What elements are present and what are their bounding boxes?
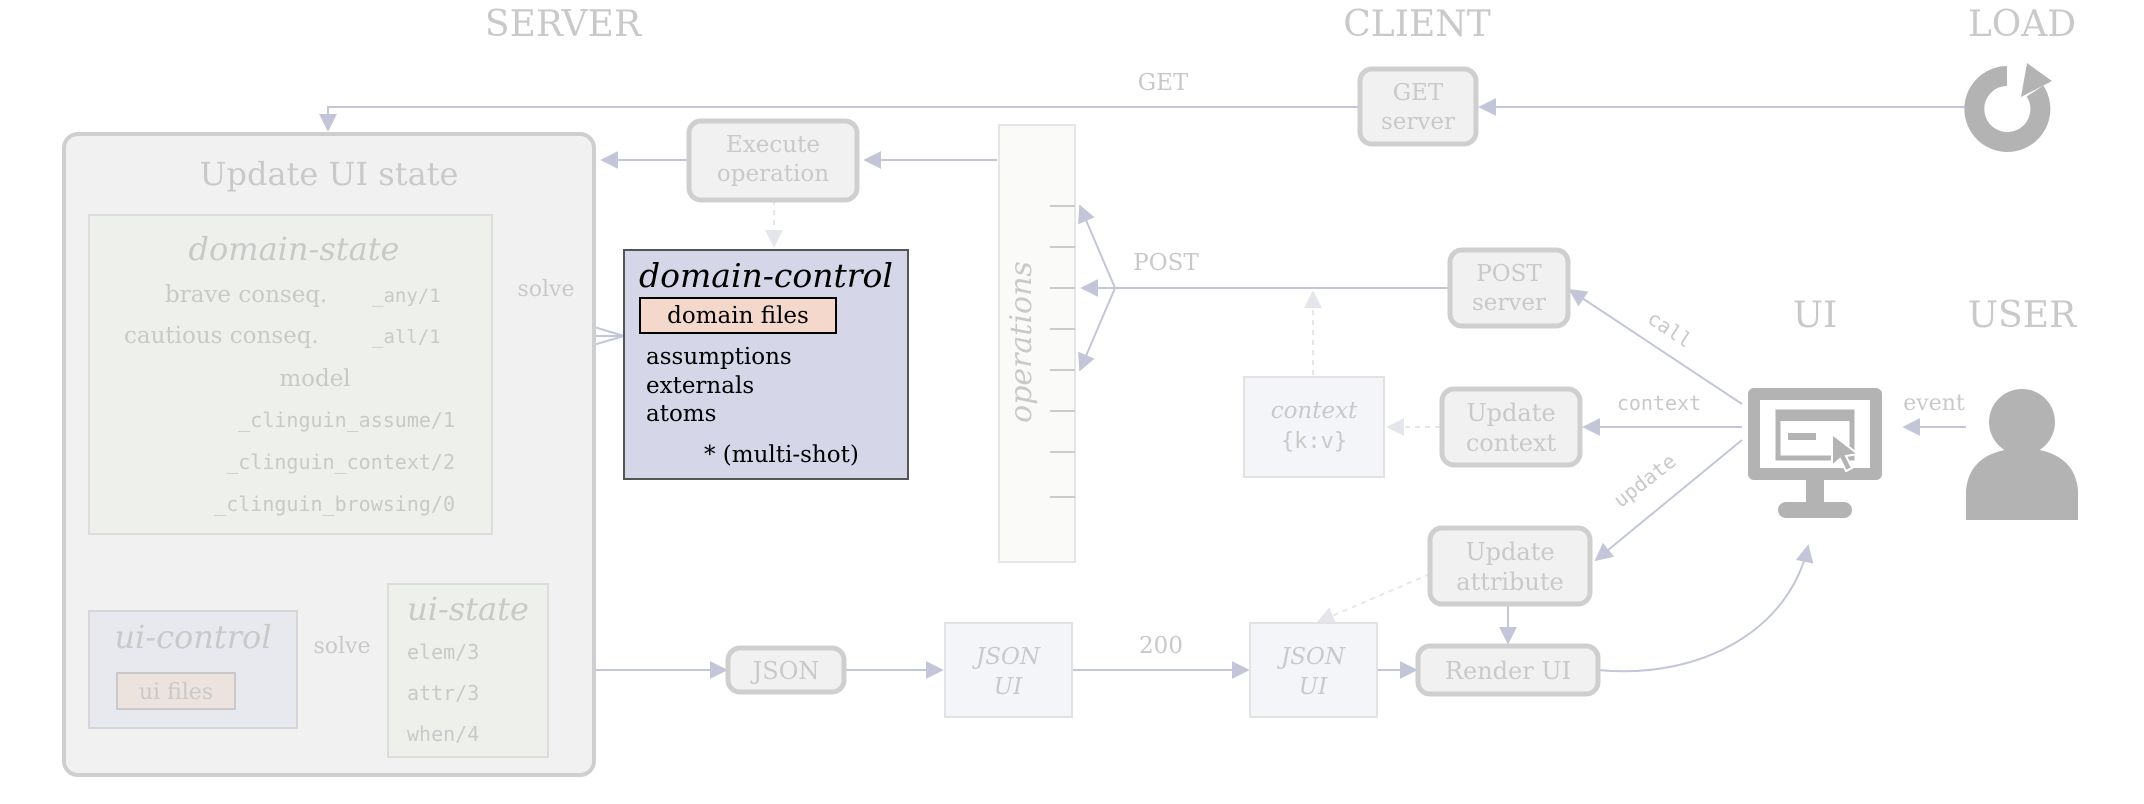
edge-update [1594, 439, 1743, 562]
user-icon [1966, 389, 2078, 520]
execute-operation-node [686, 118, 860, 203]
domain-control-item: externals [646, 373, 754, 399]
edge-label-update: update [1609, 449, 1681, 512]
domain-control-note: * (multi-shot) [704, 442, 859, 468]
edge-label-get: GET [1138, 70, 1189, 96]
execute-operation-line: operation [717, 161, 829, 187]
domain-control-item: atoms [646, 401, 716, 427]
edge-label-post: POST [1133, 250, 1199, 276]
update-context-line: context [1466, 429, 1557, 457]
domain-files-label: domain files [667, 303, 809, 329]
get-server-node [1357, 66, 1479, 147]
json-ui-line: JSON [1277, 644, 1346, 670]
domain-state-title: domain-state [189, 230, 400, 268]
json-ui-line: UI [994, 674, 1023, 700]
json-ui-line: JSON [972, 644, 1041, 670]
edge-call [1568, 289, 1743, 405]
domain-state-box [88, 214, 493, 535]
ui-files-box [116, 672, 236, 710]
json-ui-line: UI [1299, 674, 1328, 700]
header-ui: UI [1793, 295, 1838, 336]
edge-post-fan-up [1078, 204, 1116, 289]
domain-state-row-pred: _any/1 [372, 285, 441, 307]
domain-files-box [639, 297, 837, 334]
update-context-node [1439, 386, 1583, 468]
json-ui-box [1249, 622, 1378, 718]
post-server-node [1447, 247, 1571, 329]
edge-get-server [319, 106, 1358, 132]
ui-state-item: attr/3 [407, 681, 479, 705]
ui-state-item: elem/3 [407, 640, 479, 664]
ui-state-title: ui-state [407, 590, 529, 628]
monitor-cursor-icon[interactable] [1748, 388, 1882, 518]
domain-state-predicate: _clinguin_context/2 [226, 450, 455, 474]
edge-label-200: 200 [1139, 633, 1183, 659]
operations-label: operations [1004, 261, 1039, 423]
header-server: SERVER [485, 4, 642, 45]
update-attribute-line: attribute [1456, 568, 1563, 596]
edge-render-monitor [1597, 544, 1814, 673]
context-box-value: {k:v} [1281, 429, 1347, 454]
post-server-line: server [1472, 290, 1546, 316]
ui-files-label: ui files [139, 680, 213, 705]
header-load: LOAD [1968, 4, 2076, 45]
edge-post-fan-down [1078, 287, 1116, 372]
ui-state-item: when/4 [407, 722, 479, 746]
json-ui-box [944, 622, 1073, 718]
json-node-label: JSON [750, 657, 820, 685]
header-user: USER [1968, 295, 2077, 336]
reload-icon[interactable] [1964, 63, 2052, 152]
post-server-line: POST [1476, 261, 1542, 287]
edge-label-call: call [1643, 306, 1696, 353]
edge-label-solve: solve [313, 634, 370, 659]
header-client: CLIENT [1343, 4, 1490, 45]
edge-label-solve: solve [517, 277, 574, 302]
update-context-line: Update [1466, 399, 1555, 427]
update-attribute-line: Update [1465, 538, 1554, 566]
domain-state-row-label: model [279, 366, 350, 392]
render-ui-node [1415, 643, 1601, 697]
edge-attribute-jsonui [1316, 573, 1431, 624]
render-ui-label: Render UI [1445, 657, 1571, 685]
context-box [1243, 376, 1385, 478]
execute-operation-line: Execute [726, 132, 820, 158]
domain-control-item: assumptions [646, 344, 792, 370]
domain-state-predicate: _clinguin_assume/1 [238, 408, 455, 432]
ui-state-box [387, 583, 549, 758]
json-node [725, 645, 847, 695]
domain-state-predicate: _clinguin_browsing/0 [214, 492, 455, 516]
context-box-title: context [1271, 398, 1358, 424]
get-server-line: server [1381, 109, 1455, 135]
get-server-line: GET [1393, 80, 1444, 106]
domain-state-row-pred: _all/1 [372, 326, 441, 348]
domain-state-row-label: brave conseq. [165, 282, 327, 308]
edge-label-context: context [1617, 391, 1701, 415]
update-attribute-node [1427, 525, 1593, 607]
edge-label-event: event [1903, 391, 1965, 416]
domain-control-box [623, 249, 909, 480]
update-ui-state-title: Update UI state [200, 155, 459, 193]
operations-box [998, 124, 1076, 563]
domain-control-title: domain-control [639, 256, 893, 295]
domain-state-row-label: cautious conseq. [124, 323, 319, 349]
ui-control-title: ui-control [114, 618, 271, 656]
